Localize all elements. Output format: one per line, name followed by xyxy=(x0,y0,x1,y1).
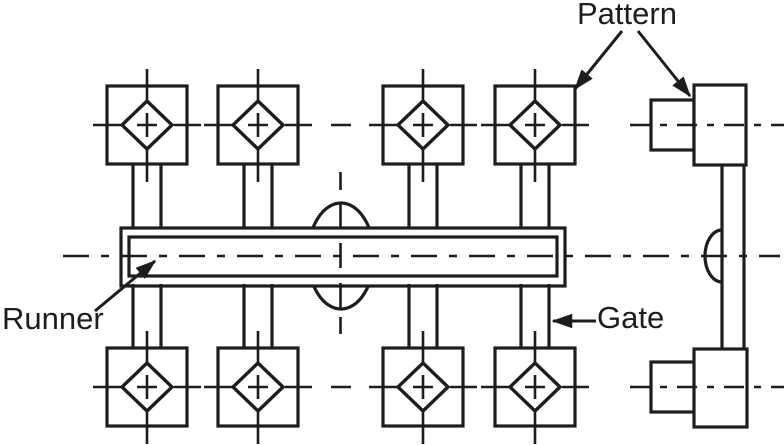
leader-arrows xyxy=(94,30,692,329)
pattern-top-1 xyxy=(91,67,203,184)
pattern-bottom-4 xyxy=(479,329,591,445)
pattern-top-3 xyxy=(367,67,479,184)
pattern-bottom-3 xyxy=(367,329,479,445)
runner-label: Runner xyxy=(2,301,104,336)
pattern-top-2 xyxy=(202,67,314,184)
runner-arrow-icon xyxy=(94,259,157,313)
pattern-arrow-right-icon xyxy=(636,30,692,98)
pattern-arrow-left-icon xyxy=(573,30,624,91)
pattern-bottom-1 xyxy=(91,329,203,445)
centerlines xyxy=(63,123,784,389)
row-centerline-dashes xyxy=(331,123,351,389)
pattern-top-4 xyxy=(479,67,591,184)
gate-label: Gate xyxy=(597,300,665,335)
pattern-bottom-2 xyxy=(202,329,314,445)
pattern-label: Pattern xyxy=(577,0,677,31)
